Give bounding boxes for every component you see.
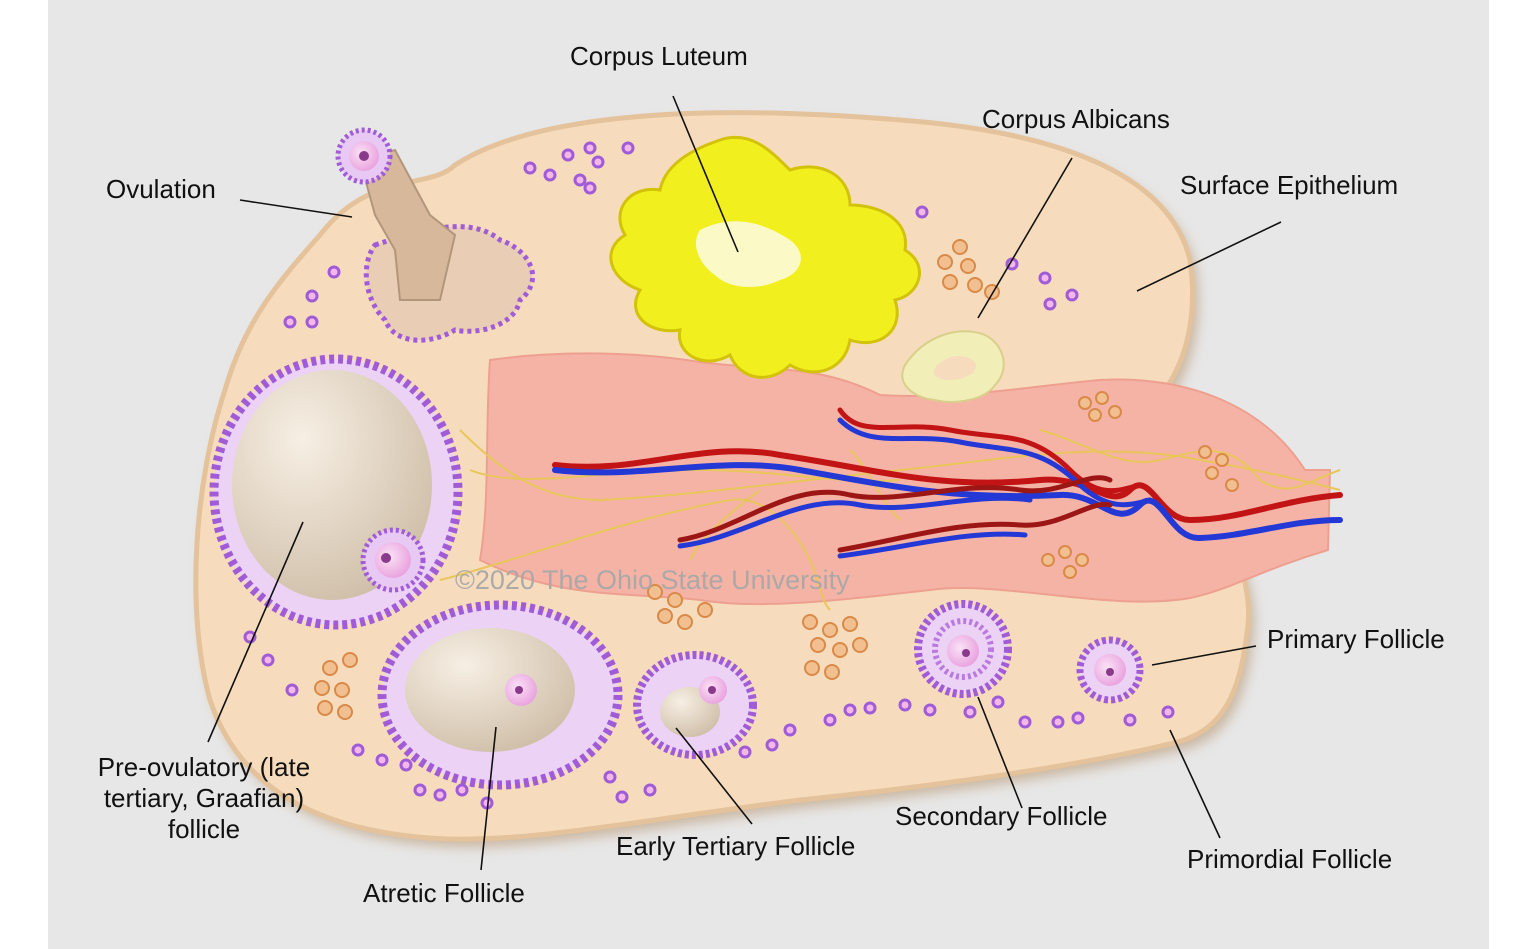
ovulation-site (335, 127, 535, 343)
leader-primordial (1169, 729, 1221, 839)
label-secondary-follicle: Secondary Follicle (895, 801, 1108, 831)
cell-clusters (314, 239, 1239, 720)
leader-corpus-luteum (672, 95, 739, 253)
leader-surface-epithelium (1136, 221, 1282, 292)
corpus-luteum (609, 135, 921, 379)
early-tertiary-follicle (633, 651, 757, 759)
label-primordial-follicle: Primordial Follicle (1187, 844, 1393, 874)
label-atretic-follicle: Atretic Follicle (363, 878, 525, 908)
leader-early-tertiary (675, 727, 753, 825)
label-surface-epithelium: Surface Epithelium (1180, 170, 1399, 200)
primary-follicle (1076, 636, 1144, 704)
vein (552, 462, 1343, 541)
copyright-watermark: ©2020 The Ohio State University (455, 565, 850, 595)
label-corpus-albicans: Corpus Albicans (982, 104, 1170, 134)
label-pre-ovulatory-line-1: Pre-ovulatory (late (97, 752, 311, 782)
artery (552, 448, 1343, 524)
leader-lines (207, 95, 1282, 871)
label-pre-ovulatory-follicle: Pre-ovulatory (late tertiary, Graafian) … (74, 752, 334, 846)
leader-secondary (977, 696, 1023, 809)
leader-atretic (480, 726, 497, 871)
label-ovulation: Ovulation (106, 174, 216, 204)
label-primary-follicle: Primary Follicle (1267, 624, 1445, 654)
primordial-follicles (243, 141, 1175, 810)
leader-pre-ovulatory (207, 521, 304, 743)
atretic-follicle (377, 600, 623, 790)
label-corpus-luteum: Corpus Luteum (570, 41, 748, 71)
label-pre-ovulatory-line-3: follicle (167, 814, 241, 845)
secondary-follicle (914, 600, 1012, 698)
corpus-albicans (901, 330, 1005, 403)
leader-primary (1151, 645, 1257, 666)
label-pre-ovulatory-line-2: tertiary, Graafian) (103, 783, 305, 814)
blood-vessels (552, 407, 1343, 559)
label-early-tertiary-follicle: Early Tertiary Follicle (616, 831, 856, 861)
pre-ovulatory-follicle (209, 354, 463, 630)
leader-corpus-albicans (977, 157, 1073, 319)
leader-ovulation (239, 199, 353, 218)
